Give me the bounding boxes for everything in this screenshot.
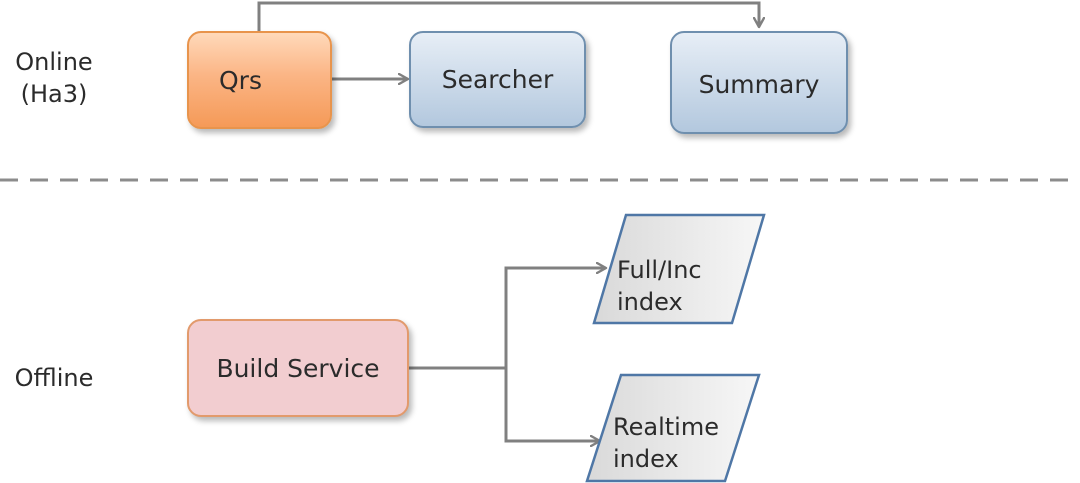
offline-section-label: Offline bbox=[14, 364, 94, 392]
searcher-label: Searcher bbox=[441, 65, 554, 94]
qrs-label: Qrs bbox=[219, 65, 262, 95]
summary-node: Summary bbox=[670, 31, 848, 134]
arrow-qrs-to-summary bbox=[257, 1, 759, 31]
online-section-label: Online (Ha3) bbox=[15, 48, 93, 108]
summary-label: Summary bbox=[698, 70, 820, 99]
full-inc-index-label: Full/Inc index bbox=[617, 256, 702, 316]
arrow-build-to-realtime-index bbox=[504, 368, 600, 441]
searcher-node: Searcher bbox=[409, 31, 586, 128]
realtime-index-shape bbox=[585, 373, 761, 483]
build-service-node: Build Service bbox=[187, 319, 409, 417]
full-inc-index-shape bbox=[592, 213, 766, 325]
qrs-node: Qrs bbox=[187, 31, 332, 129]
realtime-index-label: Realtime index bbox=[613, 413, 719, 473]
arrow-build-to-full-inc-index bbox=[504, 268, 606, 368]
build-service-label: Build Service bbox=[216, 353, 380, 383]
